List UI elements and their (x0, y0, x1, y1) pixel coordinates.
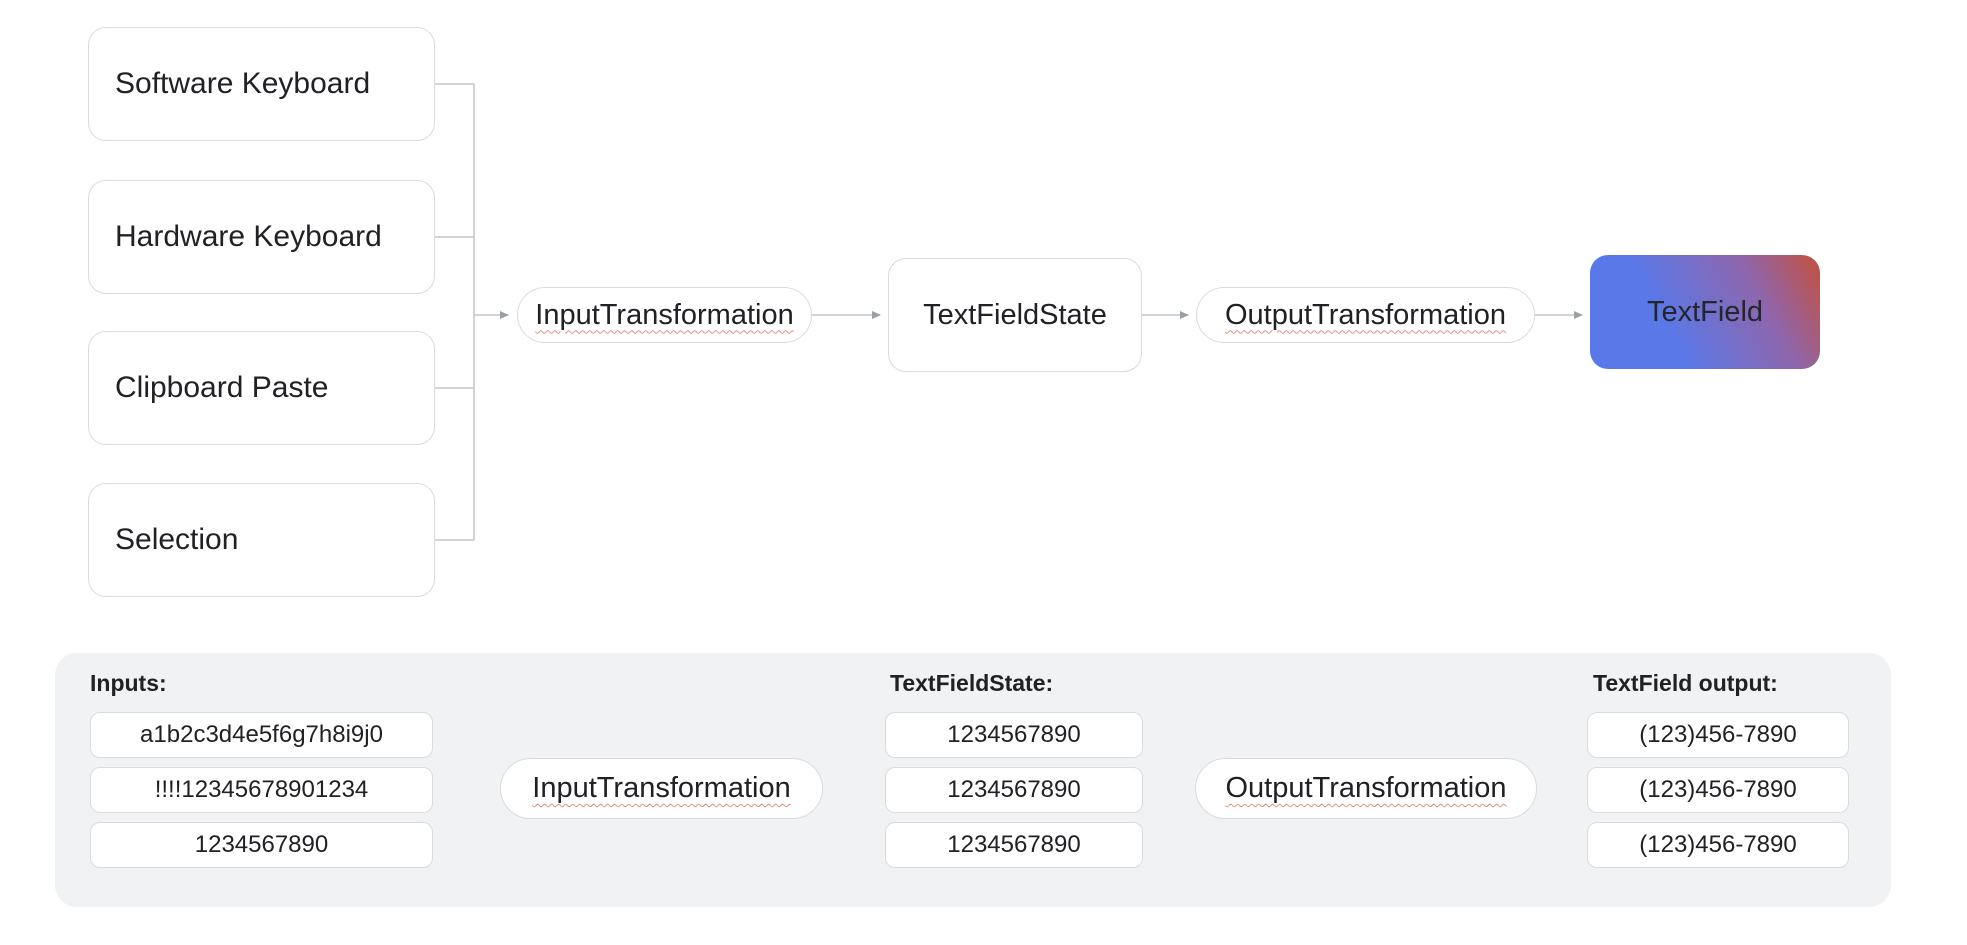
source-box-selection: Selection (88, 483, 435, 597)
input-transformation-label: InputTransformation (535, 298, 794, 331)
output-transformation-node-example: OutputTransformation (1195, 758, 1537, 819)
source-label: Selection (115, 523, 239, 556)
textfield-state-node: TextFieldState (888, 258, 1142, 372)
inputs-heading: Inputs: (90, 670, 167, 696)
source-label: Clipboard Paste (115, 371, 329, 404)
input-transformation-node: InputTransformation (517, 287, 812, 343)
textfield-label: TextField (1646, 295, 1764, 328)
output-value: (123)456-7890 (1639, 776, 1797, 803)
output-value-box: (123)456-7890 (1587, 712, 1849, 758)
source-box-software-keyboard: Software Keyboard (88, 27, 435, 141)
output-transformation-label: OutputTransformation (1225, 772, 1507, 804)
input-value-box: !!!!12345678901234 (90, 767, 433, 813)
source-label: Software Keyboard (115, 67, 371, 100)
output-transformation-node: OutputTransformation (1196, 287, 1535, 343)
state-value-box: 1234567890 (885, 712, 1143, 758)
output-value: (123)456-7890 (1639, 831, 1797, 858)
textfield-state-label: TextFieldState (923, 298, 1107, 331)
input-value: a1b2c3d4e5f6g7h8i9j0 (140, 721, 383, 748)
state-value: 1234567890 (947, 831, 1081, 858)
source-box-hardware-keyboard: Hardware Keyboard (88, 180, 435, 294)
input-value: 1234567890 (194, 831, 329, 858)
input-transformation-node-example: InputTransformation (500, 758, 823, 819)
output-heading: TextField output: (1593, 670, 1778, 696)
output-transformation-label: OutputTransformation (1225, 298, 1506, 331)
textfield-node: TextField (1590, 255, 1820, 369)
state-value: 1234567890 (947, 776, 1081, 803)
input-value-box: a1b2c3d4e5f6g7h8i9j0 (90, 712, 433, 758)
source-box-clipboard-paste: Clipboard Paste (88, 331, 435, 445)
state-value: 1234567890 (947, 721, 1081, 748)
input-transformation-label: InputTransformation (532, 772, 791, 804)
input-value: !!!!12345678901234 (154, 776, 369, 803)
output-value-box: (123)456-7890 (1587, 822, 1849, 868)
state-value-box: 1234567890 (885, 767, 1143, 813)
output-value: (123)456-7890 (1639, 721, 1797, 748)
state-value-box: 1234567890 (885, 822, 1143, 868)
state-heading: TextFieldState: (890, 670, 1054, 696)
source-label: Hardware Keyboard (115, 220, 382, 253)
input-value-box: 1234567890 (90, 822, 433, 868)
output-value-box: (123)456-7890 (1587, 767, 1849, 813)
